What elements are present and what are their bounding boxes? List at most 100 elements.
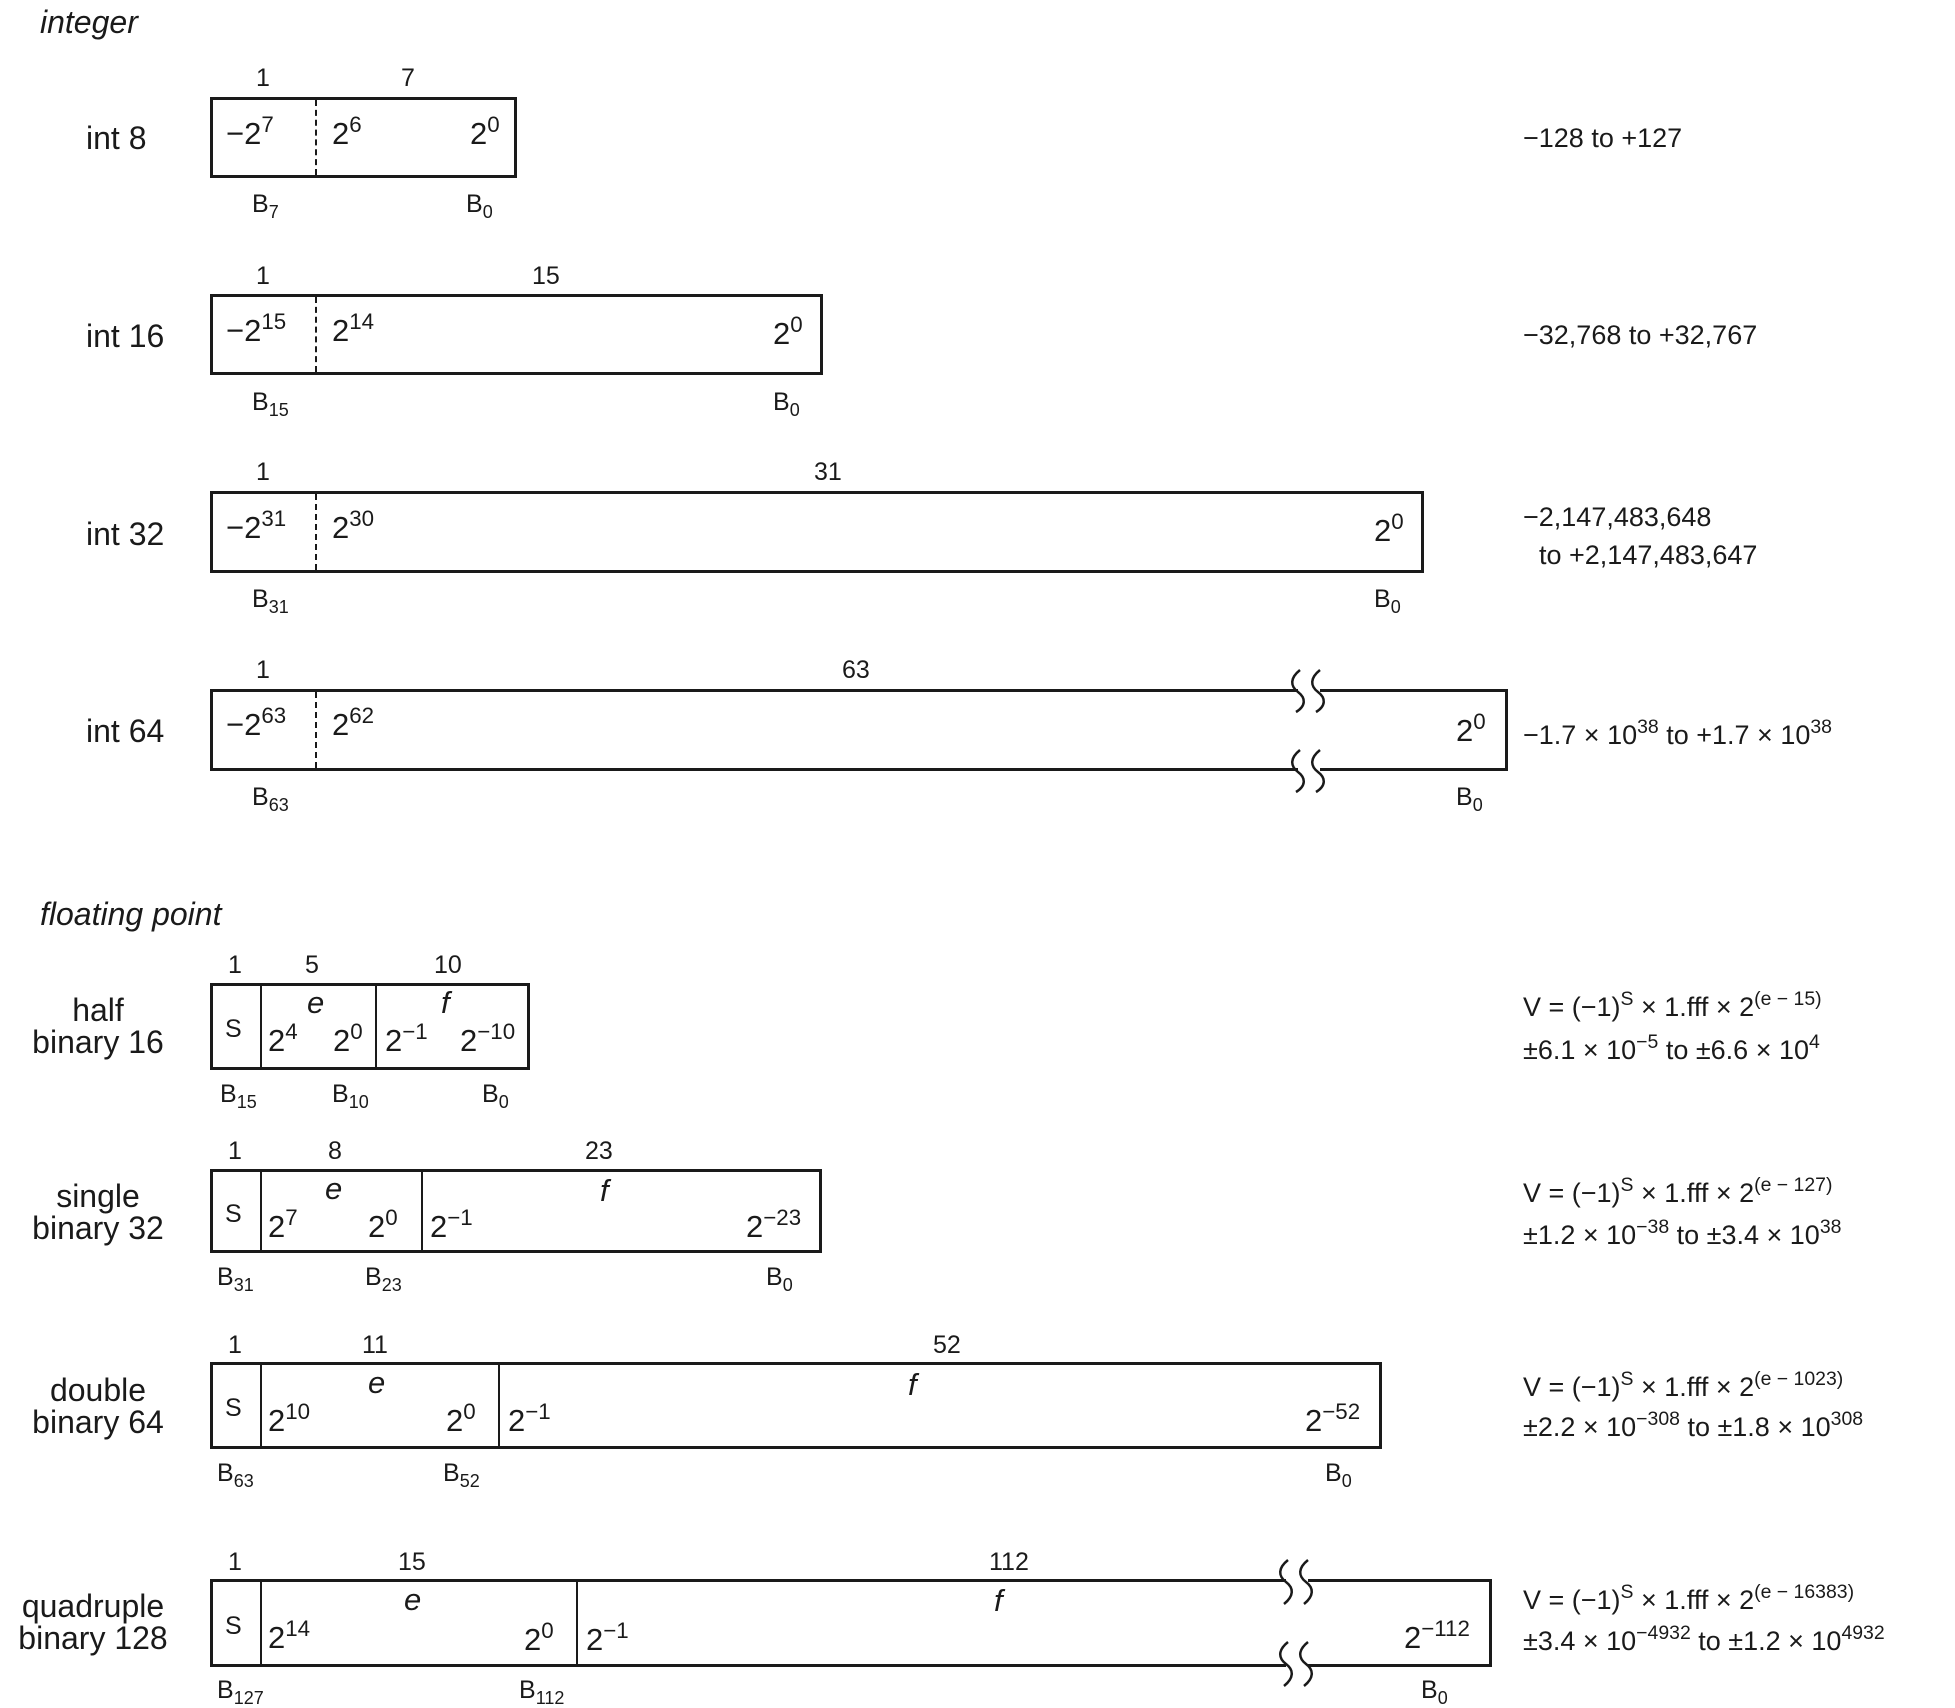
fraction-label: f [600,1173,609,1208]
magnitude-bit-count: 63 [842,656,870,684]
value-range: ±6.1 × 10−5 to ±6.6 × 104 [1523,1031,1820,1065]
msb-label: B31 [252,585,289,618]
sign-field: S [225,1015,242,1043]
lsb-label: B0 [1456,783,1483,816]
lsb-label: B0 [482,1080,509,1113]
lsb-label: B0 [1421,1676,1448,1708]
sign-bit-count: 1 [256,656,270,684]
sign-bit-count: 1 [256,262,270,290]
lsb-label: B0 [466,190,493,223]
msb-weight: −215 [226,308,287,348]
fraction-label: f [994,1583,1003,1618]
format-name: int 32 [86,516,165,552]
exponent-divider [421,1172,423,1250]
value-range-min: −2,147,483,648 [1523,502,1712,532]
integer-heading: integer [40,4,138,40]
msb-label: B63 [252,783,289,816]
msb-label: B7 [252,190,279,223]
exponent-bit-count: 5 [305,951,319,979]
exponent-min-weight: 20 [368,1204,398,1244]
fraction-max-weight: 2−1 [385,1018,428,1058]
value-formula: V = (−1)S × 1.fff × 2(e − 15) [1523,988,1822,1022]
exponent-divider [375,986,377,1067]
single-bit-field [210,1169,822,1253]
quadruple-bit-field [210,1579,1492,1667]
value-range: ±3.4 × 10−4932 to ±1.2 × 104932 [1523,1622,1885,1656]
sign-bit-count: 1 [228,1137,242,1165]
magnitude-bit-count: 7 [401,64,415,92]
lsb-label: B0 [773,388,800,421]
value-range: ±1.2 × 10−38 to ±3.4 × 1038 [1523,1216,1842,1250]
sign-bit-count: 1 [228,1331,242,1359]
msb-weight: −231 [226,505,287,545]
int64-bit-field [210,689,1508,771]
int32-bit-field [210,491,1424,573]
value-range: −128 to +127 [1523,123,1683,153]
lsb-label: B0 [766,1263,793,1296]
exponent-divider [576,1582,578,1664]
sign-divider [315,297,317,372]
exponent-min-weight: 20 [524,1617,554,1657]
exponent-min-weight: 20 [446,1398,476,1438]
magnitude-bit-count: 15 [532,262,560,290]
sign-divider [315,494,317,570]
exponent-max-weight: 214 [268,1615,311,1655]
exponent-label: e [325,1171,343,1206]
double-bit-field [210,1362,1382,1449]
int16-bit-field [210,294,823,375]
sign-bit-count: 1 [228,1548,242,1576]
lsb-label: B0 [1325,1459,1352,1492]
exponent-low-bit-label: B112 [519,1676,565,1708]
fraction-min-weight: 2−10 [460,1018,516,1058]
sign-divider [260,1365,262,1446]
exponent-bit-count: 15 [398,1548,426,1576]
int8-bit-field [210,97,517,178]
fraction-bit-count: 10 [434,951,462,979]
exponent-low-bit-label: B10 [332,1080,369,1113]
exponent-bit-count: 11 [362,1331,388,1359]
exponent-divider [498,1365,500,1446]
sign-divider [260,1172,262,1250]
exponent-min-weight: 20 [333,1018,363,1058]
msb-weight: −263 [226,702,287,742]
sign-bit-count: 1 [256,458,270,486]
format-name: int 16 [86,318,165,354]
format-name: int 8 [86,120,147,156]
break-mark-icon [1279,1559,1313,1687]
break-mark-icon [1291,669,1325,794]
sign-bit-label: B63 [217,1459,254,1492]
lsb-weight: 20 [1456,708,1486,748]
lsb-weight: 20 [1374,508,1404,548]
sign-bit-label: B127 [217,1676,264,1708]
exponent-low-bit-label: B23 [365,1263,402,1296]
magnitude-bit-count: 31 [814,458,842,486]
value-range: ±2.2 × 10−308 to ±1.8 × 10308 [1523,1408,1864,1442]
fraction-label: f [908,1367,917,1402]
next-bit-weight: 26 [332,111,362,151]
sign-field: S [225,1200,242,1228]
fraction-min-weight: 2−23 [746,1204,802,1244]
value-range: −32,768 to +32,767 [1523,320,1758,350]
value-formula: V = (−1)S × 1.fff × 2(e − 127) [1523,1174,1833,1208]
value-formula: V = (−1)S × 1.fff × 2(e − 16383) [1523,1581,1855,1615]
value-range: −1.7 × 1038 to +1.7 × 1038 [1523,716,1832,750]
sign-bit-count: 1 [256,64,270,92]
fraction-label: f [441,985,450,1020]
fraction-bit-count: 52 [933,1331,961,1359]
lsb-weight: 20 [470,111,500,151]
sign-field: S [225,1394,242,1422]
next-bit-weight: 262 [332,702,375,742]
fraction-min-weight: 2−52 [1305,1398,1361,1438]
lsb-label: B0 [1374,585,1401,618]
exponent-max-weight: 27 [268,1204,298,1244]
sign-bit-count: 1 [228,951,242,979]
fraction-max-weight: 2−1 [508,1398,551,1438]
exponent-max-weight: 210 [268,1398,311,1438]
exponent-label: e [368,1365,386,1400]
value-formula: V = (−1)S × 1.fff × 2(e − 1023) [1523,1368,1844,1402]
fraction-bit-count: 112 [989,1548,1029,1576]
